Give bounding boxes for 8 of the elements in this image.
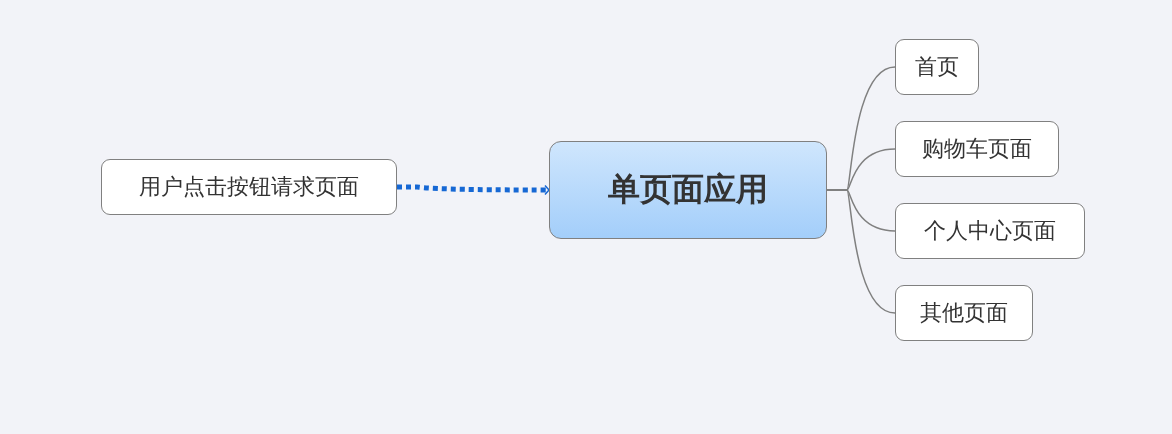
topic-box: 首页 xyxy=(895,39,979,95)
connector-line xyxy=(826,189,896,314)
central-topic-box: 单页面应用 xyxy=(549,141,827,239)
topic-box: 个人中心页面 xyxy=(895,203,1085,259)
dotted-arrow xyxy=(397,184,550,196)
topic-box: 其他页面 xyxy=(895,285,1033,341)
topic-box: 购物车页面 xyxy=(895,121,1059,177)
topic-box: 用户点击按钮请求页面 xyxy=(101,159,397,215)
